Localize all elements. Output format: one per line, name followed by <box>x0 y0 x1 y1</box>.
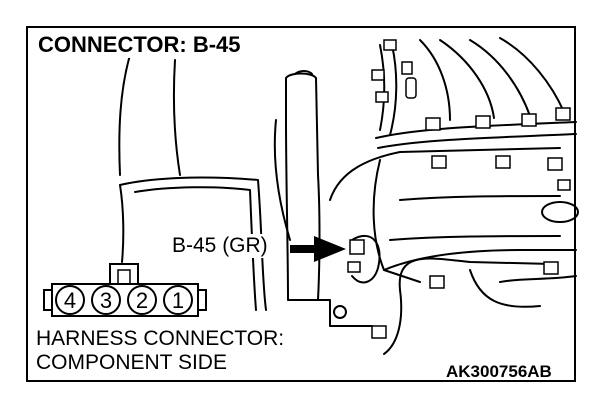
intake-runner <box>419 39 451 121</box>
injector-harness <box>377 133 577 149</box>
connector-callout-label: B-45 (GR) <box>170 234 270 258</box>
caption-line-1: HARNESS CONNECTOR: <box>34 327 287 351</box>
pillar-top <box>294 70 313 75</box>
harness-connector <box>557 179 571 191</box>
bolt-hole <box>333 305 347 319</box>
figure-code: AK300756AB <box>446 362 552 381</box>
intake-runner <box>469 39 531 117</box>
body-panel-line <box>118 54 131 176</box>
intake-runner <box>499 37 565 113</box>
b45-connector <box>349 239 365 255</box>
body-panel-line <box>172 59 181 176</box>
pin-label: 3 <box>100 288 112 313</box>
sensor-harness <box>351 234 381 284</box>
harness-line <box>119 184 125 263</box>
pin-label: 1 <box>172 288 184 313</box>
harness-connector <box>375 91 389 103</box>
injector-connector <box>555 107 571 121</box>
injector-connector <box>425 117 441 131</box>
engine-block-outline <box>469 269 541 308</box>
injector-connector <box>521 113 537 127</box>
harness-line <box>119 176 267 311</box>
bracket-plate <box>287 299 373 327</box>
harness-line <box>389 44 398 136</box>
engine-boss <box>541 201 579 223</box>
pin-1 <box>163 285 193 315</box>
intake-runner <box>439 39 495 119</box>
connector-title: CONNECTOR: B-45 <box>36 32 243 58</box>
harness-connector <box>371 325 387 339</box>
injector-connector <box>431 155 447 169</box>
engine-block-outline <box>389 235 561 241</box>
injector-harness <box>375 121 577 139</box>
harness-connector-face: 4 3 2 1 <box>43 263 207 317</box>
engine-block-outline <box>329 147 561 201</box>
callout-arrow <box>290 236 346 262</box>
injector-connector <box>547 157 563 171</box>
engine-block-outline <box>372 159 421 283</box>
harness-connector <box>401 61 413 75</box>
injector-connector <box>475 115 491 129</box>
harness-connector <box>405 77 417 99</box>
pin-4 <box>55 285 85 315</box>
harness-connector <box>543 261 559 275</box>
injector-connector <box>495 155 511 169</box>
pillar-outline <box>285 77 289 301</box>
body-panel-line <box>273 119 291 241</box>
sensor-harness <box>383 289 403 355</box>
harness-connector <box>347 261 361 273</box>
harness-connector <box>429 275 445 289</box>
engine-block-outline <box>499 275 577 283</box>
engine-block-outline <box>383 249 577 271</box>
harness-line <box>134 186 257 311</box>
harness-connector <box>371 69 385 81</box>
pin-label: 4 <box>64 288 76 313</box>
sensor-harness <box>398 257 553 291</box>
harness-connector <box>383 39 397 51</box>
diagram-frame <box>26 26 576 382</box>
pin-label: 2 <box>136 288 148 313</box>
pin-3 <box>91 285 121 315</box>
pin-2 <box>127 285 157 315</box>
engine-block-outline <box>399 195 561 201</box>
caption-line-2: COMPONENT SIDE <box>34 351 229 375</box>
pillar-outline <box>285 72 321 301</box>
harness-line <box>379 44 386 131</box>
